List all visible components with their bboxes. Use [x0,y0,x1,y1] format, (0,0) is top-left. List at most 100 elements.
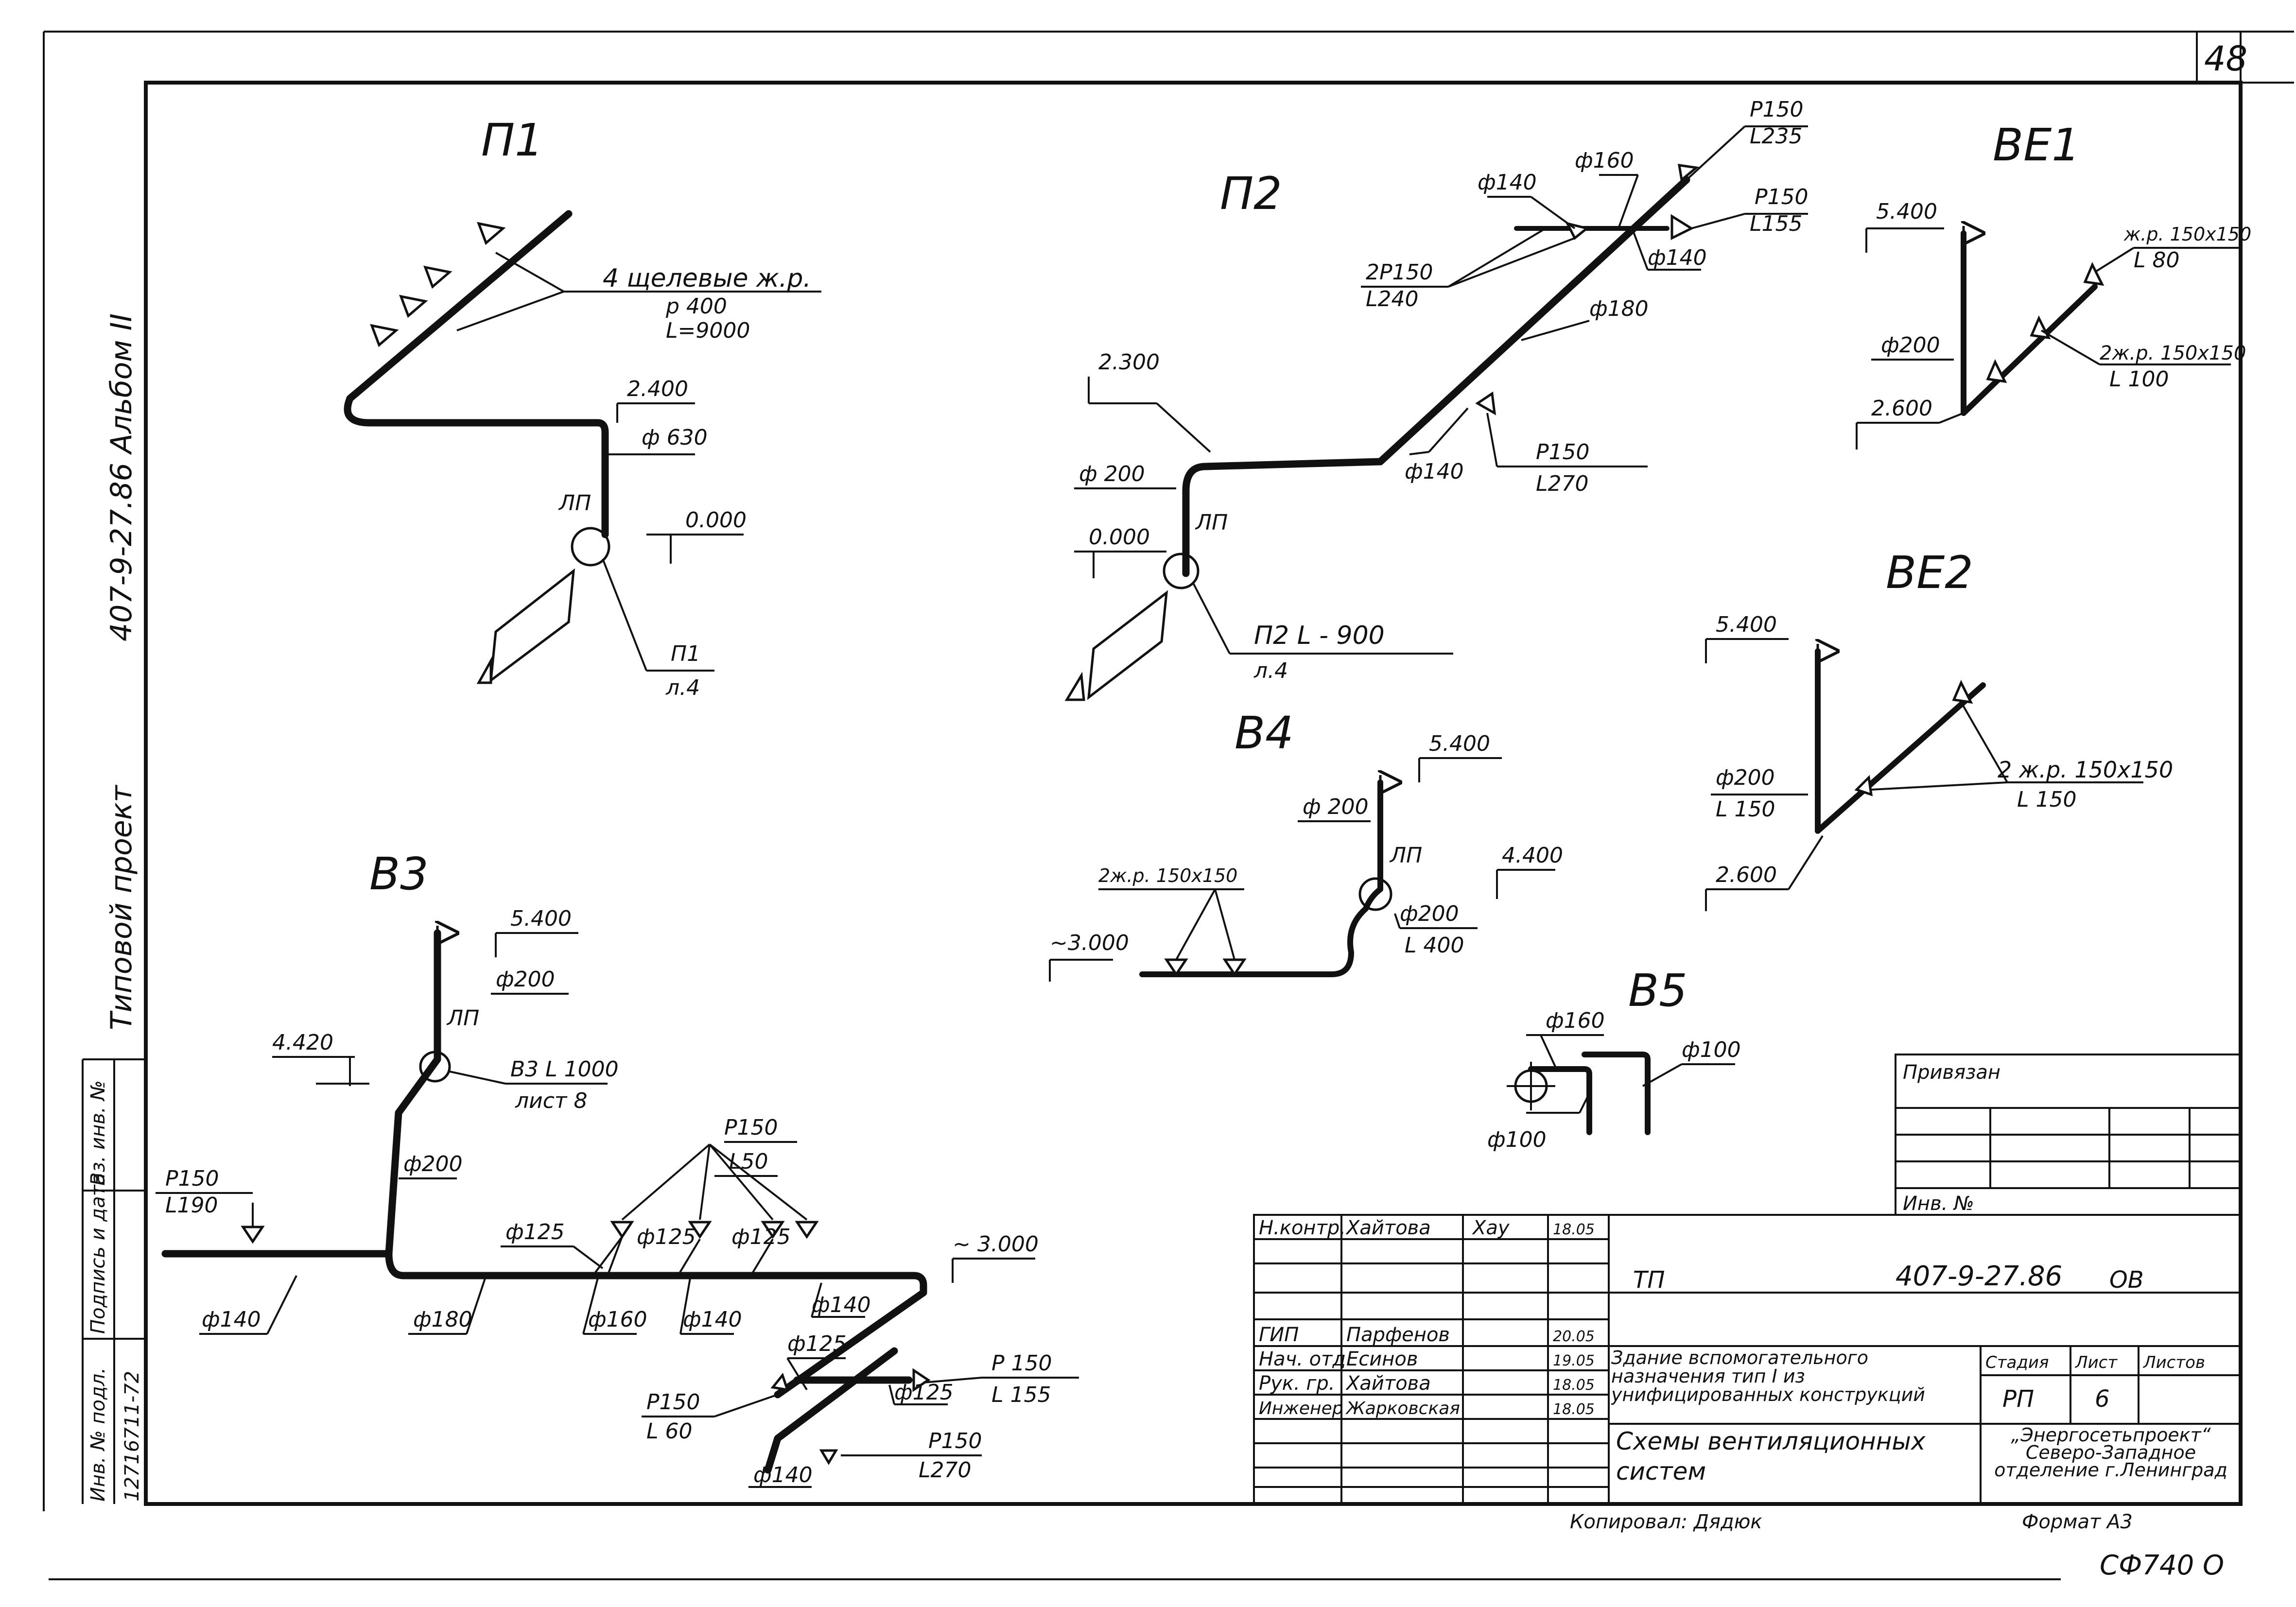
project-type: Типовой проект [104,784,139,1030]
p1-grilles-l: L=9000 [666,318,750,343]
be2-elev-bot: 2.600 [1716,863,1777,887]
b4-elev-mid: 4.400 [1502,843,1563,868]
be2-l150a: L 150 [1716,797,1775,822]
b3-r150c: P 150 [991,1351,1052,1376]
b3-unit: В3 L 1000 [510,1057,619,1082]
p1-grilles: 4 щелевые ж.р. [603,264,811,293]
p1-unit-ref: л.4 [665,675,700,700]
be2-grille: 2 ж.р. 150х150 [1998,757,2173,783]
b3-l50: L50 [729,1149,768,1174]
p2-r150a: P150 [1750,97,1804,122]
tb-name-3: Хайтова [1345,1372,1431,1395]
b3-d200a: ф200 [496,967,555,992]
tb-stage: РП [2002,1385,2034,1413]
p2-r150b: P150 [1755,185,1809,209]
b3-r150e: P150 [928,1429,982,1453]
b4-l400: L 400 [1405,933,1464,958]
b4-elev-top: 5.400 [1429,731,1490,756]
b3-d125c: ф125 [731,1225,791,1249]
b3-d140c: ф140 [812,1293,871,1317]
p2-r2p150: 2P150 [1366,260,1433,285]
be2-elev-top: 5.400 [1716,612,1777,637]
strip-col3: Вз. инв. № [87,1080,109,1186]
b3-d125d: ф125 [787,1331,847,1356]
p1-elev-top: 2.400 [627,377,688,401]
p2-l270: L270 [1536,471,1589,496]
b3-elev-low: ~ 3.000 [953,1232,1039,1257]
p2-elev-zero: 0.000 [1089,525,1150,550]
be1-grille1: ж.р. 150х150 [2123,224,2251,245]
p2-l240: L240 [1366,287,1419,311]
tb-role-4: Инженер [1259,1399,1343,1418]
sheet-frame [43,31,2294,1580]
left-strip: 407-9-27.86 Альбом II Типовой проект Инв… [82,313,146,1504]
tb-date-4: 18.05 [1553,1401,1595,1418]
p2-d140a: ф140 [1478,170,1537,195]
strip-col1-val: 12716711-72 [121,1371,143,1502]
tb-date-3: 18.05 [1553,1377,1595,1394]
scheme-be2: ВЕ2 5.400 2 ж.р. 150х150 L 150 ф200 L 15… [1705,547,2173,911]
b3-d140b: ф140 [683,1307,742,1332]
p2-fan-icon [1163,553,1200,589]
b3-d160: ф160 [588,1307,647,1332]
b3-l270: L270 [919,1458,972,1483]
strip-col2: Подпись и дата [87,1173,109,1334]
be1-grille1-l: L 80 [2134,248,2180,273]
tb-copied: Копировал: Дядюк [1570,1511,1762,1533]
tb-date-0: 18.05 [1553,1221,1595,1238]
b3-r150a: P150 [165,1166,219,1191]
titleblock: Привязан Инв. № Н.контр. Хайтова Хау 18.… [1253,1054,2242,1581]
tb-sign-0: Хау [1472,1217,1510,1239]
b4-d200a: ф 200 [1303,795,1369,819]
tb-date-1: 20.05 [1553,1328,1595,1345]
tb-code: 407-9-27.86 [1896,1261,2062,1292]
be2-grille-l: L 150 [2017,787,2076,812]
p2-d160: ф160 [1575,148,1634,173]
tb-date-2: 19.05 [1553,1352,1595,1369]
b3-r150b: P150 [724,1115,778,1140]
b5-d160: ф160 [1546,1008,1605,1033]
tb-list-h: Лист [2074,1353,2118,1372]
b3-fan-icon [419,1051,451,1083]
tb-inv: Инв. № [1903,1192,1974,1215]
p1-grilles-p: p 400 [665,294,727,319]
b3-d180: ф180 [413,1307,472,1332]
b3-d125e: ф125 [894,1380,954,1405]
b3-unit-ref: лист 8 [515,1089,588,1113]
tb-name-1: Парфенов [1346,1324,1450,1346]
b3-r150d: P150 [646,1390,700,1415]
p2-title: П2 [1220,168,1282,220]
b3-elev-top: 5.400 [510,906,572,931]
p1-title: П1 [481,114,543,166]
scheme-p1: П1 4 щелевые ж.р. p 400 L=9000 2.400 ф 6… [344,114,821,700]
scheme-be1: ВЕ1 5.400 ж.р. 150х150 L 80 ф200 2ж.р. 1… [1856,119,2251,449]
tb-stamp: СФ740 О [2100,1550,2224,1581]
p2-r150c: P150 [1536,440,1590,465]
tb-building: Здание вспомогательного назначения тип I… [1611,1348,1925,1405]
b3-d125b: ф125 [637,1225,696,1249]
p2-l235: L235 [1750,124,1803,149]
scheme-b5: В5 ф160 ф100 ф100 [1487,965,1741,1152]
b3-d125a: ф125 [505,1220,565,1244]
tb-name-4: Жарковская [1345,1399,1460,1418]
scheme-b3: В3 5.400 ф200 ЛП 4.420 В3 L 1000 лист 8 … [156,848,1079,1488]
p1-dia: ф 630 [642,425,708,450]
p2-l155: L155 [1750,211,1803,236]
b5-title: В5 [1628,965,1687,1017]
strip-col1: Инв. № подл. [87,1367,109,1502]
p2-unit: П2 L - 900 [1254,621,1385,650]
b3-l190: L190 [165,1193,218,1218]
tb-org: „Энергосетьпроект“ Северо-Западное отдел… [1994,1426,2227,1481]
tb-role-0: Н.контр. [1259,1217,1346,1239]
b5-d100a: ф100 [1487,1127,1547,1152]
be1-title: ВЕ1 [1993,119,2080,171]
b3-l155: L 155 [991,1382,1051,1407]
p1-unit: П1 [671,641,700,666]
tb-privyazan: Привязан [1903,1061,2000,1084]
p1-elev-zero: 0.000 [685,508,747,533]
tb-stage-h: Стадия [1985,1353,2049,1372]
p2-lp: ЛП [1195,510,1228,535]
p2-unit-ref: л.4 [1253,658,1288,683]
p2-d180: ф180 [1589,296,1649,321]
